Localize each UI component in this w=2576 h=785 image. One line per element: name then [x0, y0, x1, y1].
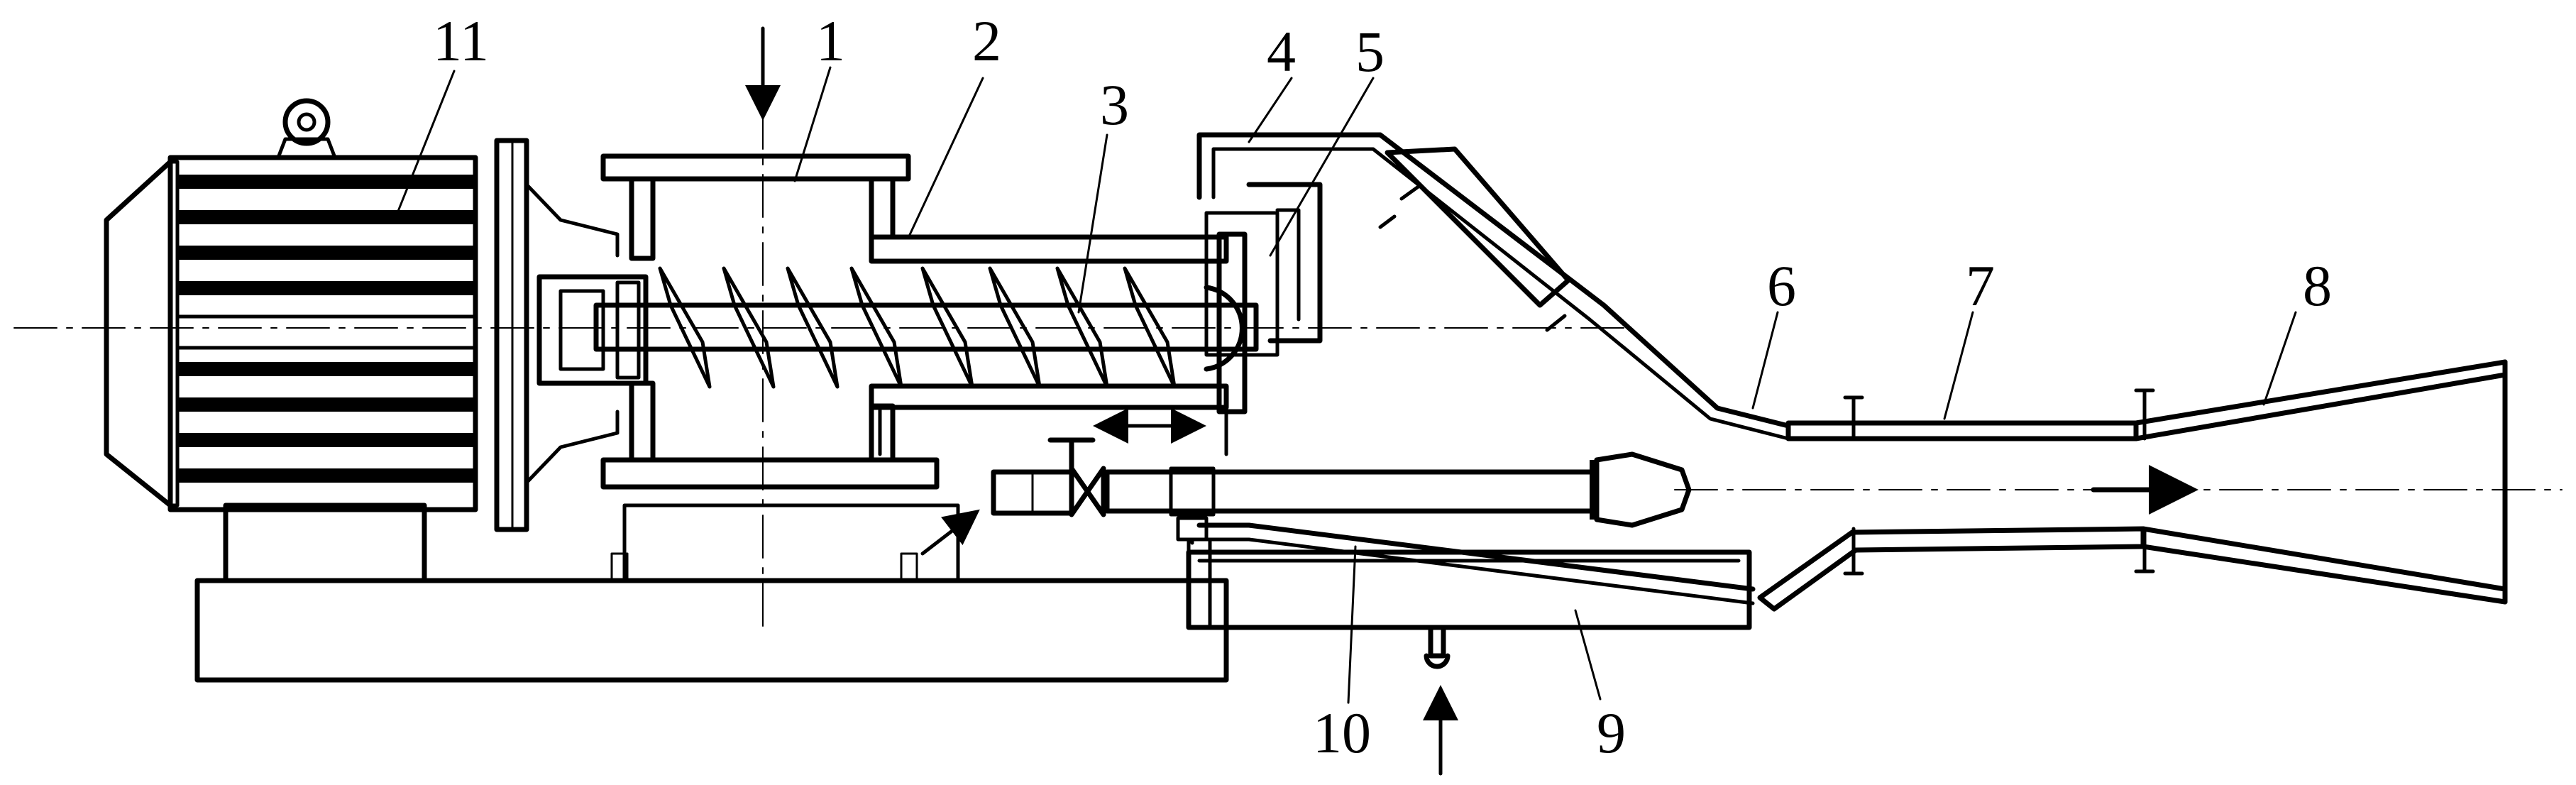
- part-labels: 11 1 2 3 4 5 6 7 8 9 10: [433, 9, 2332, 765]
- leader-lines: [396, 66, 2297, 704]
- lifting-eye-icon: [276, 98, 337, 160]
- ejector-diffuser: [1757, 359, 2508, 612]
- label-6: 6: [1767, 253, 1796, 318]
- label-10: 10: [1313, 701, 1371, 765]
- nozzle-assembly: [991, 437, 1692, 542]
- screw-barrel: [869, 231, 1248, 456]
- label-2: 2: [972, 9, 1001, 73]
- label-4: 4: [1267, 19, 1296, 84]
- air-inlet-chamber: [1186, 522, 1756, 669]
- feed-hopper: [536, 153, 940, 490]
- label-5: 5: [1355, 19, 1385, 84]
- flow-arrows: [745, 26, 2198, 776]
- electric-motor: [104, 98, 620, 532]
- label-3: 3: [1100, 72, 1129, 137]
- label-1: 1: [816, 9, 845, 73]
- label-11: 11: [433, 9, 489, 73]
- suction-arrow: [920, 509, 980, 556]
- label-9: 9: [1597, 701, 1626, 765]
- motor-cooling-fins: [175, 175, 478, 483]
- label-8: 8: [2303, 253, 2332, 318]
- label-7: 7: [1966, 253, 1995, 318]
- base-plate: [194, 503, 1229, 683]
- mixing-chamber: [1196, 132, 1791, 441]
- valve-icon: [991, 437, 1106, 517]
